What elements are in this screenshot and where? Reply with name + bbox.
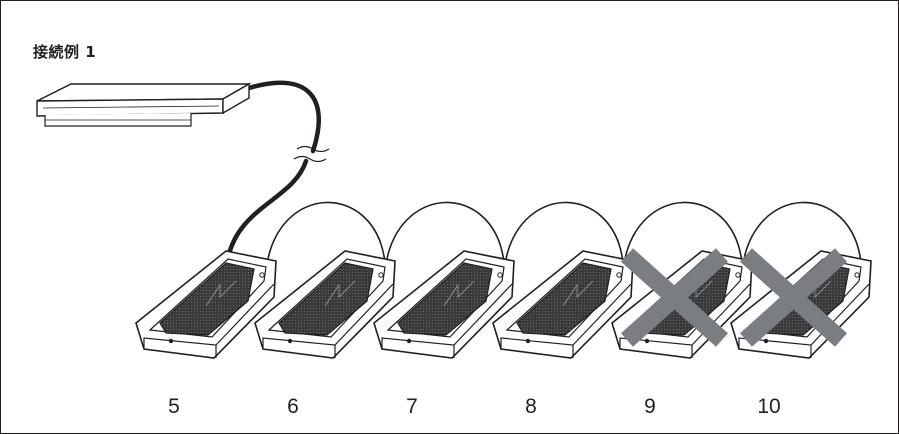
cable-icon [265,201,386,272]
cross-mark-icon [620,248,729,347]
cable-icon [384,201,505,272]
unit-number-label: 6 [287,395,299,418]
cable-icon [224,158,309,266]
mic-unit-icon [135,250,277,359]
cable-icon [622,201,743,272]
mic-unit-icon [373,250,515,359]
cable-icon [503,201,624,272]
page-title: 接続例 1 [33,43,97,61]
cables [224,80,862,272]
mic-units [135,248,872,359]
unit-number-label: 5 [168,395,180,418]
unit-number-label: 9 [644,395,656,418]
mic-unit-icon [492,250,634,359]
unit-number-label: 10 [757,395,781,418]
mic-unit-icon [611,248,753,359]
cable-icon [246,80,321,154]
controller-unit-icon [36,82,252,127]
cable-icon [741,201,862,272]
mic-unit-icon [254,250,396,359]
unit-number-label: 7 [406,395,418,418]
mic-unit-icon [730,248,872,359]
unit-number-label: 8 [525,395,537,418]
controller-side [222,82,250,115]
cross-mark-icon [739,248,848,347]
